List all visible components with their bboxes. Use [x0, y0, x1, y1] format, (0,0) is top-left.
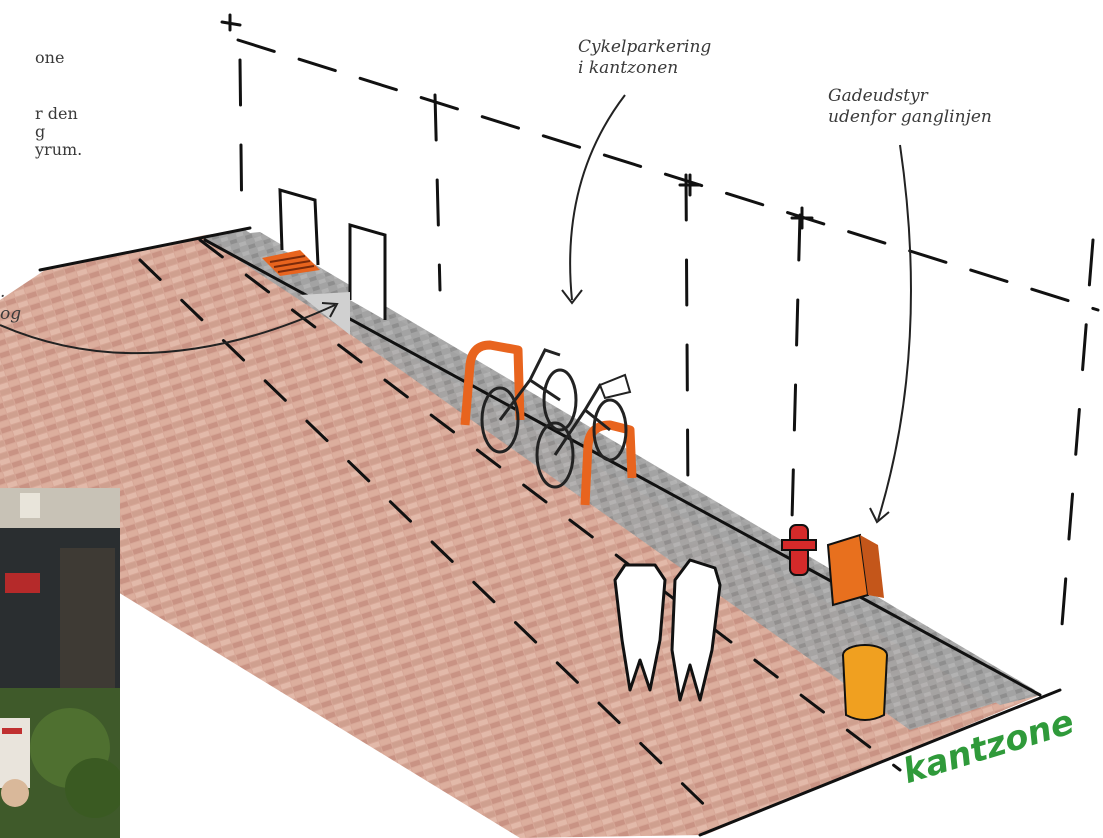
- intro-text-line3: g: [35, 122, 46, 141]
- pedestrians: [613, 558, 722, 702]
- arrow-label-line2: og: [0, 304, 22, 324]
- street-furniture: [781, 524, 888, 721]
- doorways: [262, 187, 387, 335]
- edge-zone-paving-band: [205, 232, 1035, 730]
- annotation-arrows: [0, 94, 912, 524]
- arrow-label-line1: .: [0, 282, 6, 302]
- street-photo: [0, 488, 120, 838]
- intro-text-line2: r den: [35, 104, 78, 123]
- intro-text-line1: one: [35, 48, 65, 67]
- building-outline: [220, 13, 1100, 652]
- bike-parking-label-line1: Cykelparkering: [578, 37, 712, 57]
- intro-text-line4: yrum.: [35, 140, 83, 159]
- bike-parking: [460, 340, 637, 506]
- walkway-paving: [0, 235, 1040, 838]
- furniture-label-line1: Gadeudstyr: [828, 86, 928, 106]
- furniture-label-line2: udenfor ganglinjen: [828, 107, 992, 127]
- bike-parking-label-line2: i kantzonen: [578, 58, 679, 78]
